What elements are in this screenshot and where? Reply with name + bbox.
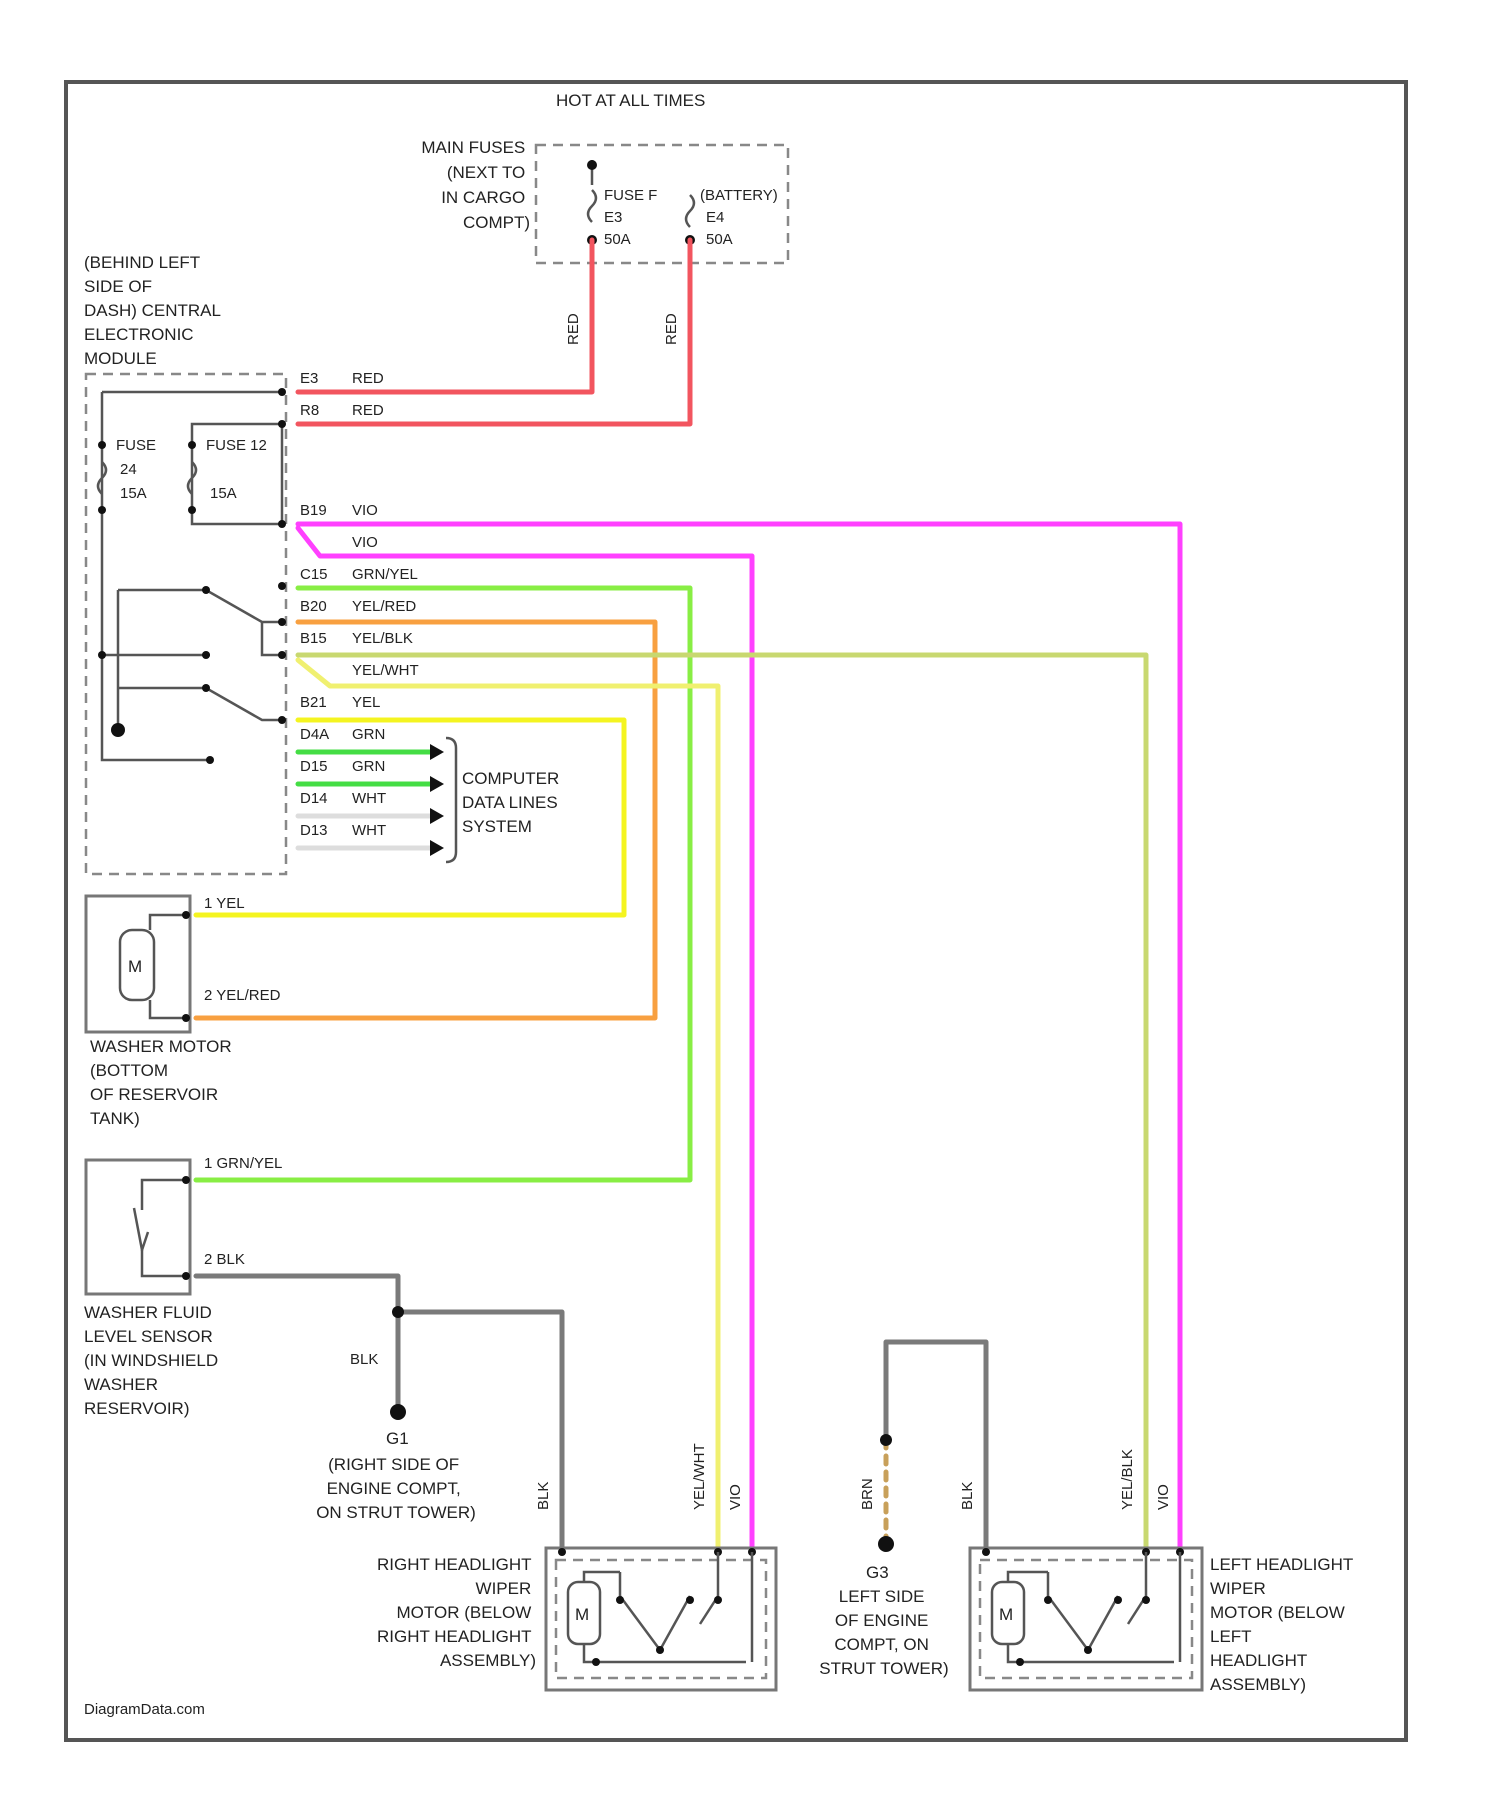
pin-id: B20 bbox=[300, 598, 327, 615]
pin-color: GRN bbox=[352, 758, 385, 775]
main-fuse-box: HOT AT ALL TIMES MAIN FUSES (NEXT TO IN … bbox=[421, 91, 788, 263]
ground-g3-wire: BRN bbox=[859, 1478, 876, 1510]
pin-id: D14 bbox=[300, 790, 328, 807]
pin-color: RED bbox=[352, 402, 384, 419]
fuse-battery-rating: 50A bbox=[706, 231, 733, 248]
pin-color: YEL bbox=[352, 694, 380, 711]
fuse-12-name: FUSE 12 bbox=[206, 437, 267, 454]
wire-violet-right-wiper bbox=[298, 528, 752, 1548]
washer-motor-pin2: 2 YEL/RED bbox=[204, 987, 281, 1004]
left-wiper-wire-1: BLK bbox=[959, 1482, 976, 1510]
central-electronic-module: (BEHIND LEFT SIDE OF DASH) CENTRAL ELECT… bbox=[84, 253, 286, 874]
washer-fluid-level-sensor: 1 GRN/YEL 2 BLK WASHER FLUID LEVEL SENSO… bbox=[84, 1155, 282, 1418]
hot-at-all-times-label: HOT AT ALL TIMES bbox=[556, 91, 705, 110]
pin-color: VIO bbox=[352, 534, 378, 551]
pin-color: YEL/BLK bbox=[352, 630, 413, 647]
wire-grn-yel bbox=[196, 588, 690, 1180]
right-wiper-wire-3: VIO bbox=[727, 1484, 744, 1510]
right-wiper-label: RIGHT HEADLIGHT WIPER MOTOR (BELOW RIGHT… bbox=[377, 1555, 536, 1670]
pin-color: YEL/WHT bbox=[352, 662, 419, 679]
left-wiper-wire-3: VIO bbox=[1155, 1484, 1172, 1510]
ground-g3-id: G3 bbox=[866, 1563, 889, 1582]
fuse-24-id: 24 bbox=[120, 461, 137, 478]
pin-id: B21 bbox=[300, 694, 327, 711]
washer-motor: M 1 YEL 2 YEL/RED WASHER MOTOR (BOTTOM O… bbox=[86, 895, 281, 1128]
wire-yel-red bbox=[196, 622, 655, 1018]
feed-wire-right-color: RED bbox=[663, 313, 680, 345]
left-headlight-wiper-motor: BLK YEL/BLK VIO M LEFT HEADLIGHT WIPER M… bbox=[959, 1449, 1358, 1694]
fuse-battery-id: E4 bbox=[706, 209, 724, 226]
pin-id: C15 bbox=[300, 566, 328, 583]
ground-g1-label: (RIGHT SIDE OF ENGINE COMPT, ON STRUT TO… bbox=[316, 1455, 476, 1522]
fuse-12-rating: 15A bbox=[210, 485, 237, 502]
left-wiper-label: LEFT HEADLIGHT WIPER MOTOR (BELOW LEFT H… bbox=[1210, 1555, 1358, 1694]
main-fuse-box-label: MAIN FUSES (NEXT TO IN CARGO COMPT) bbox=[421, 138, 530, 232]
pin-id: B19 bbox=[300, 502, 327, 519]
fuse-f-name: FUSE F bbox=[604, 187, 657, 204]
left-wiper-wire-2: YEL/BLK bbox=[1119, 1449, 1136, 1510]
wire-violet-left-wiper bbox=[298, 524, 1180, 1548]
fuse-f-rating: 50A bbox=[604, 231, 631, 248]
washer-motor-pin1: 1 YEL bbox=[204, 895, 245, 912]
ground-g3-label: LEFT SIDE OF ENGINE COMPT, ON STRUT TOWE… bbox=[819, 1587, 948, 1678]
main-fuse-box-outline bbox=[536, 145, 788, 263]
red-feed-wires: RED RED bbox=[298, 240, 690, 424]
footer-watermark: DiagramData.com bbox=[84, 1701, 205, 1718]
data-lines-label: COMPUTER DATA LINES SYSTEM bbox=[462, 769, 564, 836]
feed-wire-left-color: RED bbox=[565, 313, 582, 345]
fluid-sensor-pin1: 1 GRN/YEL bbox=[204, 1155, 282, 1172]
pin-color: GRN bbox=[352, 726, 385, 743]
left-wiper-motor-symbol: M bbox=[999, 1605, 1013, 1624]
right-wiper-wire-1: BLK bbox=[535, 1482, 552, 1510]
pin-color: RED bbox=[352, 370, 384, 387]
fuse-24-name: FUSE bbox=[116, 437, 156, 454]
fuse-battery-name: (BATTERY) bbox=[700, 187, 778, 204]
washer-motor-label: WASHER MOTOR (BOTTOM OF RESERVOIR TANK) bbox=[90, 1037, 236, 1128]
fuse-24-rating: 15A bbox=[120, 485, 147, 502]
ground-g1: BLK G1 (RIGHT SIDE OF ENGINE COMPT, ON S… bbox=[196, 1276, 562, 1548]
pin-color: GRN/YEL bbox=[352, 566, 418, 583]
pin-id: E3 bbox=[300, 370, 318, 387]
pin-id: R8 bbox=[300, 402, 319, 419]
ground-g1-id: G1 bbox=[386, 1429, 409, 1448]
pin-color: WHT bbox=[352, 822, 386, 839]
washer-motor-symbol: M bbox=[128, 957, 142, 976]
fuse-f-id: E3 bbox=[604, 209, 622, 226]
pin-color: VIO bbox=[352, 502, 378, 519]
pin-color: YEL/RED bbox=[352, 598, 416, 615]
right-wiper-wire-2: YEL/WHT bbox=[691, 1443, 708, 1510]
pin-id: D15 bbox=[300, 758, 328, 775]
pin-id: B15 bbox=[300, 630, 327, 647]
module-pin-labels: E3 RED R8 RED B19 VIO VIO C15 GRN/YEL B2… bbox=[300, 370, 419, 839]
signal-wires: COMPUTER DATA LINES SYSTEM bbox=[196, 524, 1180, 1548]
fluid-sensor-label: WASHER FLUID LEVEL SENSOR (IN WINDSHIELD… bbox=[84, 1303, 223, 1418]
pin-id: D4A bbox=[300, 726, 329, 743]
fluid-sensor-pin2: 2 BLK bbox=[204, 1251, 245, 1268]
pin-color: WHT bbox=[352, 790, 386, 807]
wire-yel-blk bbox=[298, 655, 1146, 1548]
right-wiper-motor-symbol: M bbox=[575, 1605, 589, 1624]
module-label: (BEHIND LEFT SIDE OF DASH) CENTRAL ELECT… bbox=[84, 253, 225, 368]
ground-g1-wire: BLK bbox=[350, 1351, 378, 1368]
pin-id: D13 bbox=[300, 822, 328, 839]
